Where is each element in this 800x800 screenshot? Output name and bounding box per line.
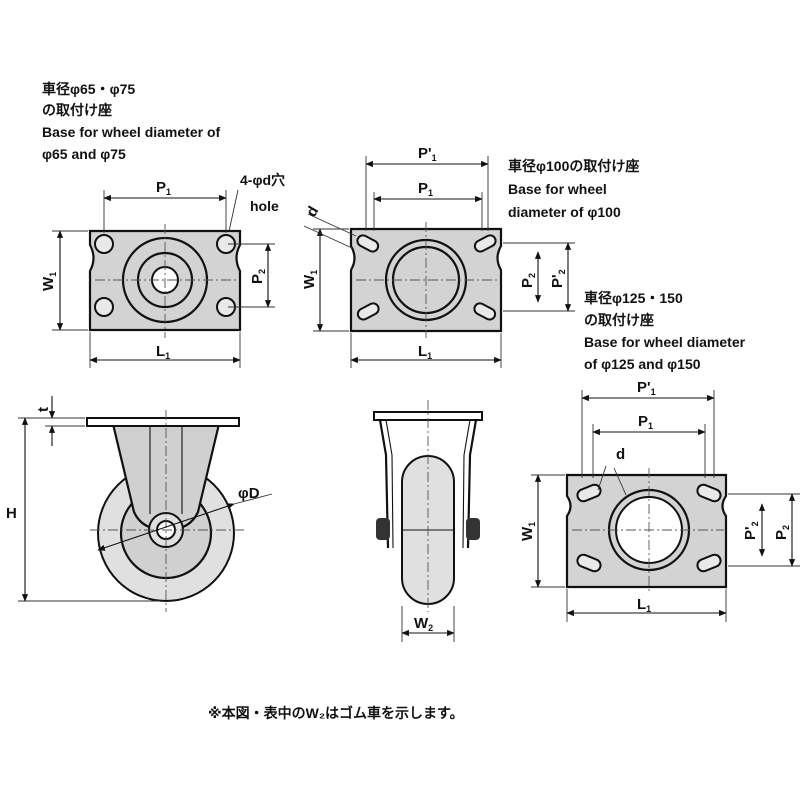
dim-h-label: H bbox=[6, 505, 17, 522]
mid-base-en-line1: Base for wheel bbox=[508, 181, 607, 197]
large-base-jp-line1: 車径φ125・150 bbox=[584, 290, 683, 306]
dim-w1-label: W1 bbox=[40, 272, 58, 291]
dim-l1-label: L1 bbox=[637, 596, 651, 614]
dim-p1prime-label: P'1 bbox=[637, 379, 656, 397]
small-base-en-line2: φ65 and φ75 bbox=[42, 146, 126, 162]
dim-w2-label: W2 bbox=[414, 615, 433, 633]
plate-medium-slot bbox=[473, 234, 497, 253]
plate-medium-slot bbox=[473, 302, 497, 321]
plate-small-hole bbox=[94, 234, 114, 254]
dim-p1prime-label: P'1 bbox=[418, 145, 437, 163]
large-base-jp-line2: の取付け座 bbox=[584, 312, 654, 328]
plate-medium bbox=[349, 222, 503, 338]
dim-p1-label: P1 bbox=[418, 180, 433, 198]
dim-p2prime-label: P'2 bbox=[549, 269, 567, 288]
plate-medium-slot bbox=[356, 302, 380, 321]
dim-p2-label: P2 bbox=[519, 273, 537, 288]
dim-p1-label: P1 bbox=[638, 413, 653, 431]
footnote: ※本図・表中のW₂はゴム車を示します。 bbox=[208, 705, 464, 721]
mid-base-jp: 車径φ100の取付け座 bbox=[508, 158, 639, 174]
plate-large-slot bbox=[696, 553, 722, 573]
mid-base-en-line2: diameter of φ100 bbox=[508, 204, 621, 220]
plate-large-slot bbox=[576, 483, 602, 503]
plate-small bbox=[88, 224, 242, 338]
dim-wheel-diameter bbox=[97, 503, 235, 551]
small-base-jp-line1: 車径φ65・φ75 bbox=[42, 81, 135, 97]
slot-width-leader bbox=[307, 213, 357, 237]
caster-front-view bbox=[373, 400, 483, 612]
dim-d-medium: d bbox=[303, 203, 322, 219]
front-axle-nut-left bbox=[376, 518, 390, 540]
front-axle-nut-right bbox=[466, 518, 480, 540]
plate-small-hole bbox=[94, 297, 114, 317]
slot-width-leader bbox=[303, 225, 353, 249]
plate-medium-slot bbox=[356, 234, 380, 253]
large-base-en-line1: Base for wheel diameter bbox=[584, 334, 746, 350]
plate-large-slot bbox=[576, 553, 602, 573]
hole-label-en: hole bbox=[250, 198, 279, 214]
dim-l1-label: L1 bbox=[418, 343, 432, 361]
front-fork-right-inner bbox=[462, 419, 471, 549]
large-base-en-line2: of φ125 and φ150 bbox=[584, 356, 701, 372]
dim-t-label: t bbox=[35, 407, 52, 412]
dim-wheel-diameter-leader bbox=[233, 493, 273, 505]
dim-l1-label: L1 bbox=[156, 343, 170, 361]
dim-p2-label: P2 bbox=[249, 269, 267, 284]
slot-leader bbox=[613, 467, 627, 496]
hole-leader bbox=[227, 189, 239, 237]
plate-large-slot bbox=[696, 483, 722, 503]
dim-p2-label: P2 bbox=[773, 525, 791, 540]
slot-leader bbox=[597, 465, 607, 491]
dim-phiD-label: φD bbox=[238, 485, 260, 502]
small-base-jp-line2: の取付け座 bbox=[42, 102, 112, 118]
dim-p2prime-label: P'2 bbox=[742, 521, 760, 540]
dim-p1-label: P1 bbox=[156, 179, 171, 197]
side-top-plate bbox=[86, 417, 240, 427]
dim-d-large: d bbox=[616, 446, 625, 463]
caster-side-view bbox=[86, 410, 245, 612]
dim-w1-label: W1 bbox=[519, 522, 537, 541]
small-base-en-line1: Base for wheel diameter of bbox=[42, 124, 221, 140]
plate-large bbox=[565, 468, 728, 594]
hole-label-jp: 4-φd穴 bbox=[240, 172, 285, 188]
front-fork-left-inner bbox=[385, 419, 394, 549]
front-fork-left bbox=[378, 419, 390, 549]
front-fork-right bbox=[466, 419, 478, 549]
dim-w1-label: W1 bbox=[301, 270, 319, 289]
